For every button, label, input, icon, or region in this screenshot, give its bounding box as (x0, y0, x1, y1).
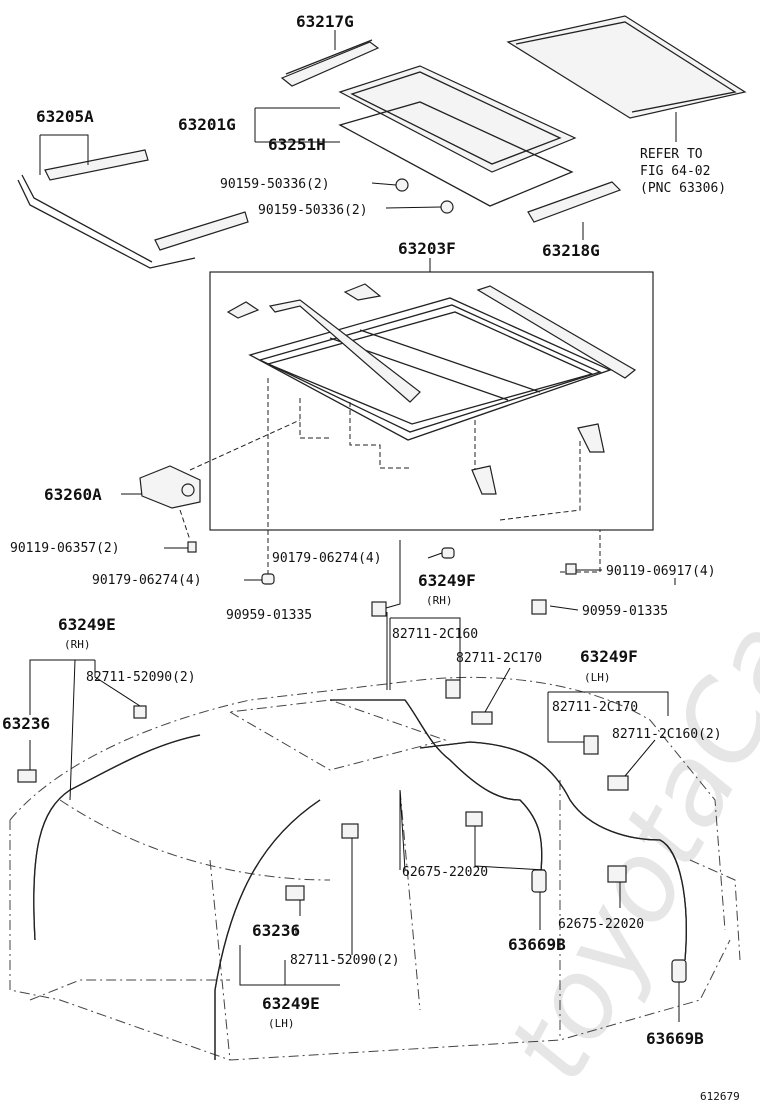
leader-90179-a (427, 552, 443, 559)
label-rh-1: (RH) (426, 594, 453, 607)
part-63203F-housing (226, 283, 637, 495)
label-90159-50336-a: 90159-50336(2) (220, 177, 330, 192)
label-82711-52090-b: 82711-52090(2) (290, 953, 400, 968)
housing-dashed-links (189, 419, 601, 573)
label-90119-06917: 90119-06917(4) (606, 564, 716, 579)
leader-90159-b (385, 206, 442, 209)
clip-icon (17, 599, 687, 983)
label-90959-01335-a: 90959-01335 (226, 608, 312, 623)
bolt-icon (395, 178, 454, 214)
label-63236-a: 63236 (2, 714, 50, 733)
label-63205A: 63205A (36, 107, 94, 126)
housing-dashed-leaders (267, 378, 581, 575)
label-63218G: 63218G (542, 241, 600, 260)
label-63251H: 63251H (268, 135, 326, 154)
label-63236-b: 63236 (252, 921, 300, 940)
car-leaders (29, 540, 680, 1022)
part-63217G-rail (280, 39, 380, 87)
label-refer-2: FIG 64-02 (640, 164, 710, 179)
leader-63205A (39, 134, 89, 175)
label-82711-2C160-b: 82711-2C160(2) (612, 727, 722, 742)
part-63205A-rails (17, 149, 249, 269)
label-90179-06274-b: 90179-06274(4) (92, 573, 202, 588)
label-refer-3: (PNC 63306) (640, 181, 726, 196)
label-62675-22020-b: 62675-22020 (558, 917, 644, 932)
label-90159-50336-b: 90159-50336(2) (258, 203, 368, 218)
label-63249F-rh: 63249F (418, 571, 476, 590)
label-90119-06357: 90119-06357(2) (10, 541, 120, 556)
label-63669B-b: 63669B (646, 1029, 704, 1048)
screw-icon (187, 541, 577, 585)
label-63669B-a: 63669B (508, 935, 566, 954)
leader-63201G-63251H (254, 107, 340, 143)
label-90179-06274-a: 90179-06274(4) (272, 551, 382, 566)
part-63260A-motor (139, 465, 201, 509)
label-82711-2C170-b: 82711-2C170 (552, 700, 638, 715)
car-body-outline (9, 676, 741, 1061)
part-63251H-seal (338, 101, 574, 207)
part-63218G-rail (527, 181, 622, 223)
label-63203F: 63203F (398, 239, 456, 258)
leader-90159-a (371, 182, 397, 186)
label-62675-22020-a: 62675-22020 (402, 865, 488, 880)
label-lh-1: (LH) (584, 671, 611, 684)
diagram-id: 612679 (700, 1090, 740, 1103)
part-sunshade-panel (506, 15, 747, 119)
housing-box (209, 271, 654, 531)
label-90959-01335-b: 90959-01335 (582, 604, 668, 619)
label-refer-1: REFER TO (640, 147, 703, 162)
label-82711-52090-a: 82711-52090(2) (86, 670, 196, 685)
label-63249E-lh: 63249E (262, 994, 320, 1013)
watermark-text: toyotaCarline.ru (483, 253, 760, 1100)
label-rh-2: (RH) (64, 638, 91, 651)
label-63201G: 63201G (178, 115, 236, 134)
label-lh-2: (LH) (268, 1017, 295, 1030)
motor-dashed (179, 509, 191, 541)
label-63249E-rh: 63249E (58, 615, 116, 634)
label-63217G: 63217G (296, 12, 354, 31)
label-63260A: 63260A (44, 485, 102, 504)
label-82711-2C170-a: 82711-2C170 (456, 651, 542, 666)
label-63249F-lh: 63249F (580, 647, 638, 666)
label-82711-2C160-a: 82711-2C160 (392, 627, 478, 642)
